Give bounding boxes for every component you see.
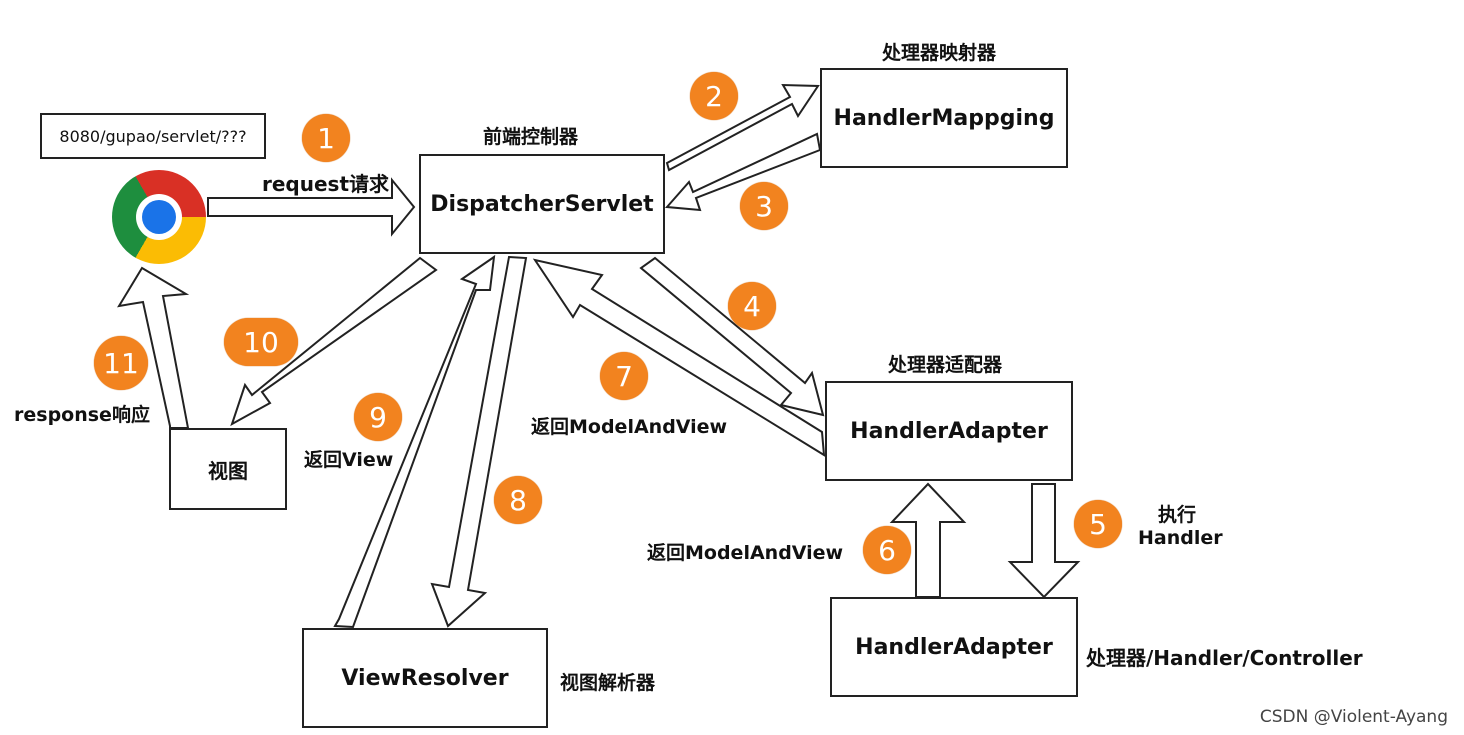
step-badge-11: 11 <box>94 336 148 390</box>
step-badge-5: 5 <box>1074 500 1122 548</box>
url-box: 8080/gupao/servlet/??? <box>40 113 266 159</box>
arrow-to-adapter <box>639 256 825 417</box>
dispatcher-title: DispatcherServlet <box>430 191 654 217</box>
resolver-caption: 视图解析器 <box>560 672 656 694</box>
arrow-execute-handler <box>1007 483 1081 599</box>
label-return-mav-bottom: 返回ModelAndView <box>647 542 844 564</box>
handler-adapter-box: HandlerAdapter <box>825 381 1073 481</box>
view-resolver-box: ViewResolver <box>302 628 548 728</box>
adapter-title: HandlerAdapter <box>850 418 1048 444</box>
adapter-caption: 处理器适配器 <box>888 354 1003 376</box>
dispatcher-caption: 前端控制器 <box>483 126 579 148</box>
arrow-request <box>207 177 416 237</box>
mapping-title: HandlerMappging <box>833 105 1055 131</box>
watermark: CSDN @Violent-Ayang <box>1259 707 1448 727</box>
resolver-title: ViewResolver <box>341 665 509 691</box>
arrow-from-mapping <box>664 132 822 212</box>
step-badge-2: 2 <box>690 72 738 120</box>
handler-box: HandlerAdapter <box>830 597 1078 697</box>
arrow-to-view <box>230 256 438 427</box>
view-title: 视图 <box>208 458 248 483</box>
arrow-return-mav-bottom <box>889 482 967 598</box>
view-box: 视图 <box>169 428 287 510</box>
step-badge-3: 3 <box>740 182 788 230</box>
label-execute: 执行 <box>1158 504 1197 526</box>
handler-title: HandlerAdapter <box>855 634 1053 660</box>
handler-caption: 处理器/Handler/Controller <box>1086 646 1363 670</box>
handler-mapping-box: HandlerMappging <box>820 68 1068 168</box>
step-badge-1: 1 <box>302 114 350 162</box>
step-badge-9: 9 <box>354 393 402 441</box>
dispatcher-servlet-box: DispatcherServlet <box>419 154 665 254</box>
step-badge-4: 4 <box>728 282 776 330</box>
label-response: response响应 <box>14 404 150 426</box>
arrow-from-adapter <box>532 258 826 457</box>
arrow-from-resolver <box>333 254 496 629</box>
label-return-mav-top: 返回ModelAndView <box>531 416 728 438</box>
arrow-to-resolver <box>430 255 528 628</box>
label-return-view: 返回View <box>304 449 394 471</box>
arrow-response <box>117 266 190 429</box>
step-badge-6: 6 <box>863 526 911 574</box>
step-badge-10: 10 <box>224 318 298 366</box>
label-handler: Handler <box>1138 527 1223 549</box>
step-badge-8: 8 <box>494 476 542 524</box>
chrome-browser-icon <box>112 170 206 264</box>
label-request: request请求 <box>262 172 390 196</box>
url-text: 8080/gupao/servlet/??? <box>59 126 247 146</box>
arrow-to-mapping <box>665 83 820 172</box>
step-badge-7: 7 <box>600 352 648 400</box>
mapping-caption: 处理器映射器 <box>882 42 997 64</box>
